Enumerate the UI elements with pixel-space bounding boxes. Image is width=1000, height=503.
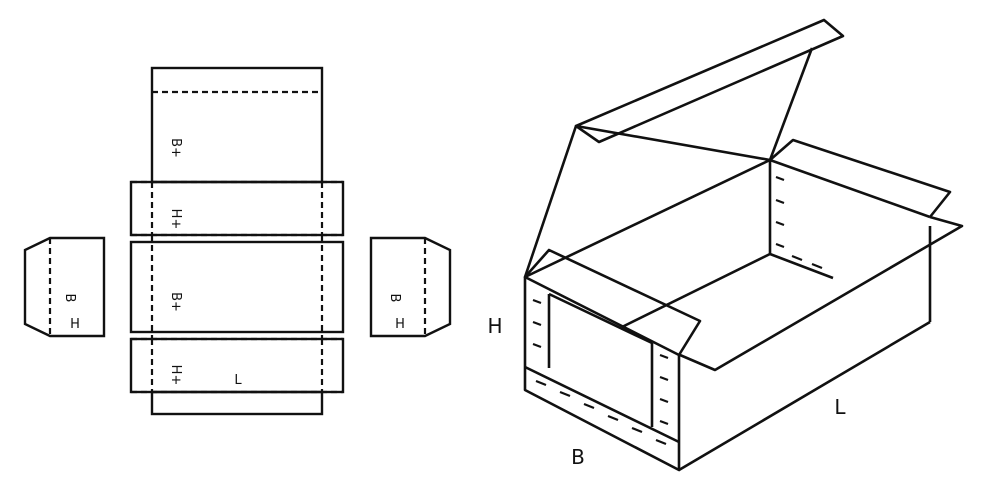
box-right-side-flap — [679, 215, 964, 372]
box-front-end-wall — [523, 277, 681, 472]
box-bottom-long-edge — [678, 320, 931, 472]
fold-mark — [775, 175, 785, 182]
blank-bottom-row — [129, 240, 345, 334]
label-left-end-width: B — [62, 294, 77, 303]
box-back-tuck-flap — [769, 138, 952, 218]
blank-lid-panel — [150, 66, 324, 184]
label-upper-side: H+ — [168, 209, 183, 230]
box-front-inner-line — [524, 365, 680, 444]
fold-mark — [775, 198, 785, 205]
box-lid-sides — [523, 124, 771, 278]
fold-mark — [659, 397, 669, 404]
box-label-length: L — [834, 395, 846, 419]
label-top-flap: B+ — [168, 138, 183, 158]
fold-mark — [655, 438, 667, 446]
fold-mark — [811, 262, 823, 270]
label-length: L — [234, 373, 242, 388]
label-right-end-width: B — [387, 294, 402, 303]
box-lid-edge — [768, 47, 814, 161]
fold-mark — [583, 402, 595, 410]
box-front-end-flap — [523, 248, 702, 357]
fold-mark — [659, 353, 669, 360]
blank-right-end-piece — [369, 236, 452, 338]
box-label-width: B — [571, 445, 585, 469]
box-back-fold-marks — [775, 175, 823, 270]
box-label-height: H — [487, 314, 502, 338]
box-back-top-edge — [524, 158, 771, 279]
fold-mark — [535, 379, 547, 387]
label-lower-side: H+ — [168, 365, 183, 386]
blank-upper-side-row — [129, 180, 345, 237]
label-right-end-height: H — [395, 317, 405, 332]
fold-mark — [775, 242, 785, 249]
fold-mark — [775, 220, 785, 227]
blank-left-end-piece — [23, 236, 106, 338]
assembled-box: H B L — [487, 18, 964, 472]
fold-mark — [607, 414, 619, 422]
fold-mark — [532, 320, 542, 327]
fold-mark — [532, 342, 542, 349]
box-floor-back-edge — [621, 252, 771, 329]
box-front-window-top — [548, 292, 653, 345]
fold-mark — [631, 426, 643, 434]
fold-mark — [659, 419, 669, 426]
fold-mark — [532, 298, 542, 305]
flat-blank: B+ H+ B+ H+ L B H B H — [23, 66, 452, 416]
fold-mark — [791, 254, 803, 262]
box-lid-front-flap — [574, 18, 845, 144]
fold-mark — [659, 375, 669, 382]
label-left-end-height: H — [70, 317, 80, 332]
fold-mark — [559, 390, 571, 398]
box-back-tuck-edge — [769, 158, 931, 219]
box-front-fold-marks — [532, 298, 669, 446]
label-bottom-panel: B+ — [168, 292, 183, 312]
blank-bottom-strip — [150, 390, 324, 416]
